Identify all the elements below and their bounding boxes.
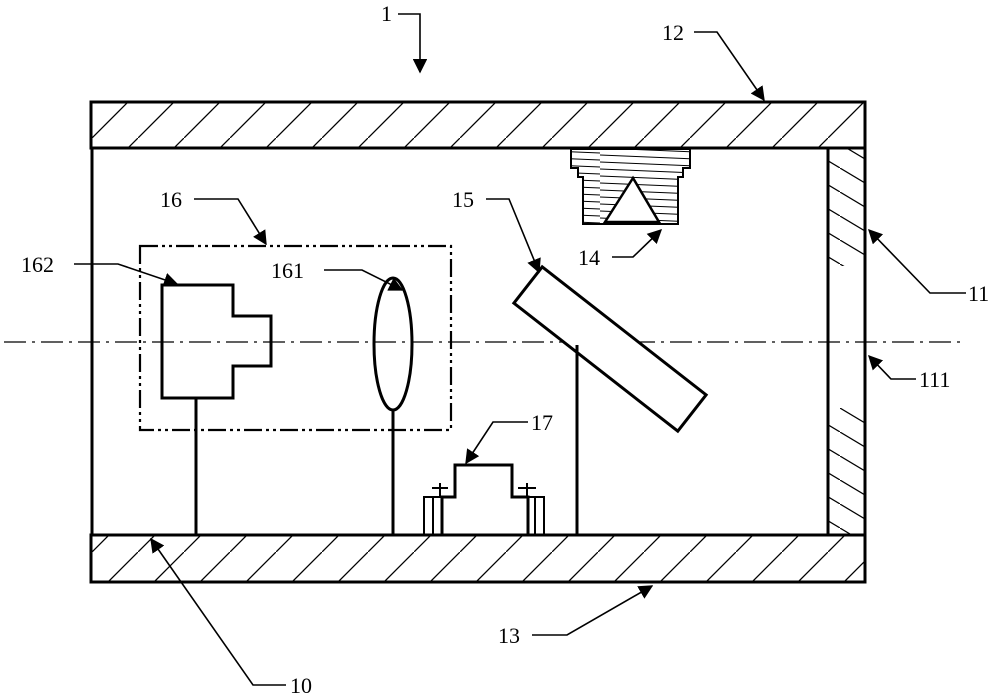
leader-13 (532, 585, 654, 636)
label-16: 16 (160, 187, 182, 212)
label-11: 11 (968, 281, 989, 306)
leader-14 (612, 229, 663, 258)
leader-15 (486, 198, 541, 274)
sensor-14-triangle (602, 175, 662, 224)
module-16-box (138, 244, 453, 432)
component-17-left-pin (432, 483, 448, 497)
leader-162 (74, 263, 179, 287)
lens-161 (372, 276, 414, 412)
label-161: 161 (271, 258, 304, 283)
window-lower-hatch (828, 408, 865, 535)
label-10: 10 (290, 673, 312, 698)
label-1: 1 (381, 1, 392, 26)
top-housing-wall (89, 100, 867, 150)
component-17-left-bracket (423, 496, 442, 535)
label-15: 15 (452, 187, 474, 212)
bottom-housing-wall (89, 533, 867, 584)
leader-1 (398, 13, 428, 74)
leader-11 (867, 228, 966, 294)
leader-17 (465, 421, 528, 465)
leader-161 (324, 269, 404, 291)
component-162 (160, 283, 273, 400)
leader-12 (694, 31, 765, 102)
leader-111 (868, 354, 916, 380)
component-17 (440, 463, 530, 535)
label-162: 162 (21, 252, 54, 277)
leader-lines (74, 13, 966, 686)
leader-10 (150, 537, 286, 686)
label-13: 13 (498, 623, 520, 648)
component-17-right-bracket (528, 496, 545, 535)
labels: 1 12 16 162 161 15 14 11 111 17 10 13 (21, 1, 989, 698)
mirror-15 (511, 264, 709, 434)
label-17: 17 (531, 410, 553, 435)
leader-16 (194, 198, 267, 246)
label-14: 14 (578, 245, 600, 270)
component-17-right-pin (518, 483, 536, 497)
label-12: 12 (662, 20, 684, 45)
label-111: 111 (919, 367, 950, 392)
window-11 (826, 146, 867, 537)
window-upper-hatch (828, 148, 865, 266)
